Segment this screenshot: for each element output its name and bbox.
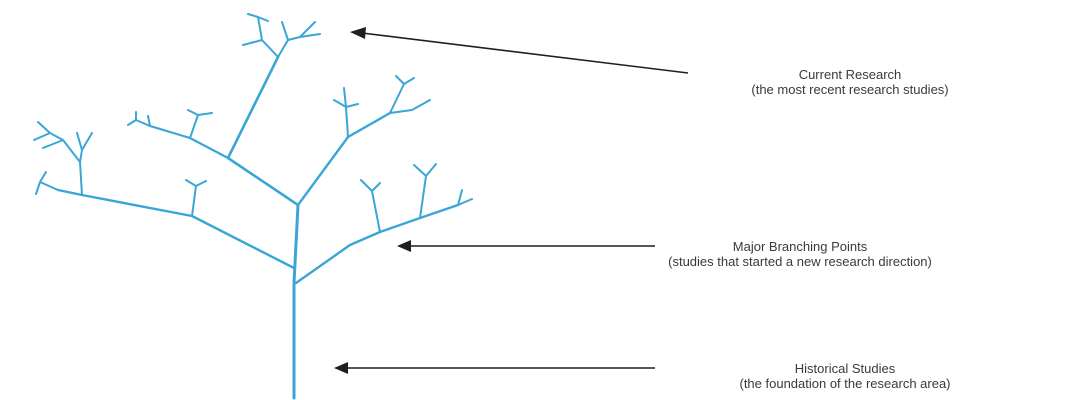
major-branching-title: Major Branching Points (732, 239, 868, 254)
left-branch (56, 188, 296, 270)
top-twigs (242, 13, 321, 58)
arrow-historical-studies (334, 362, 655, 374)
right-upper-twigs (333, 75, 431, 138)
arrow-current-research (350, 27, 689, 74)
left-middle-twigs (127, 109, 213, 139)
historical-studies-subtitle: (the foundation of the research area) (739, 376, 951, 391)
right-lower-twigs (360, 163, 473, 233)
historical-studies-title: Historical Studies (794, 361, 896, 376)
current-research-title: Current Research (798, 67, 902, 82)
current-research-label: Current Research (the most recent resear… (650, 67, 1050, 97)
historical-studies-label: Historical Studies (the foundation of th… (610, 361, 1080, 391)
research-tree (33, 13, 473, 400)
right-upper-branch (296, 111, 392, 207)
tree-trunk (292, 203, 300, 400)
central-branch (226, 55, 300, 207)
major-branching-label: Major Branching Points (studies that sta… (515, 239, 1085, 269)
left-twigs (33, 121, 207, 217)
current-research-subtitle: (the most recent research studies) (751, 82, 949, 97)
major-branching-subtitle: (studies that started a new research dir… (668, 254, 932, 269)
arrow-major-branching (397, 240, 655, 252)
left-middle-branch (148, 124, 230, 160)
annotation-arrows (334, 27, 689, 374)
